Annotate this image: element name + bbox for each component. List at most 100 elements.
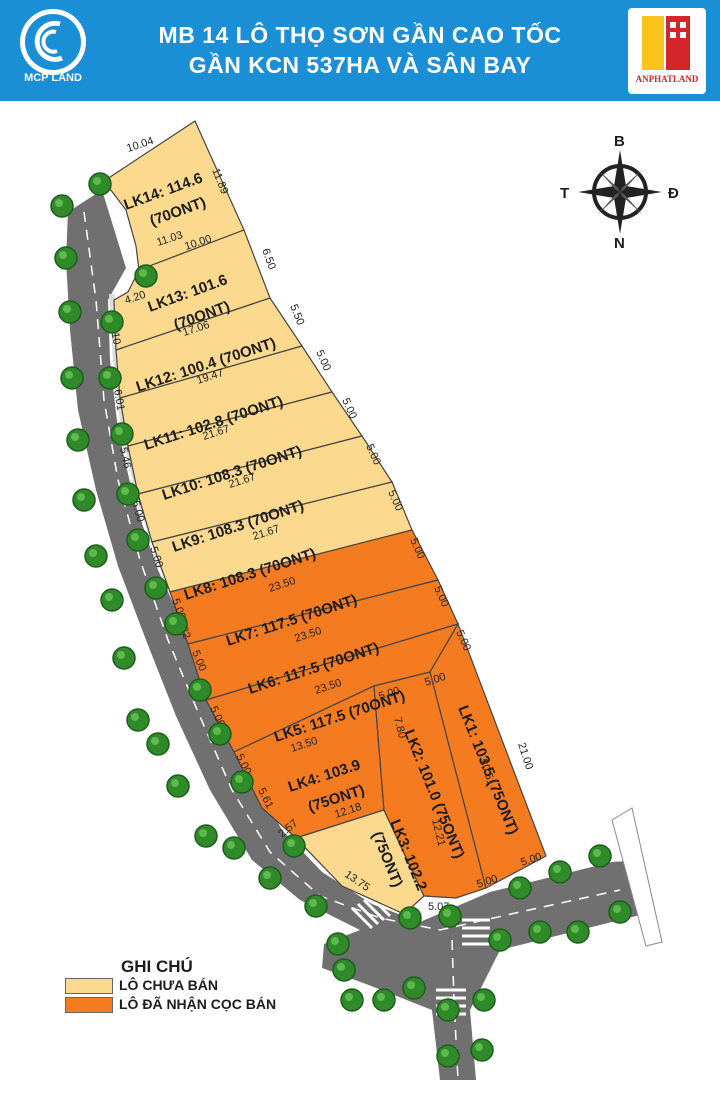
tree-icon: [230, 770, 254, 794]
tree-highlight: [131, 713, 139, 721]
legend-swatch-unsold: [65, 978, 113, 994]
tree-icon: [166, 774, 190, 798]
tree-icon: [508, 876, 532, 900]
tree-icon: [144, 576, 168, 600]
tree-highlight: [331, 937, 339, 945]
tree-icon: [340, 988, 364, 1012]
tree-highlight: [139, 269, 147, 277]
tree-icon: [402, 976, 426, 1000]
mcp-land-logo-text: MCP LAND: [24, 72, 82, 84]
compass-diagonal-sw: [598, 192, 620, 214]
tree-icon: [258, 866, 282, 890]
tree-highlight: [403, 911, 411, 919]
tree-highlight: [93, 177, 101, 185]
tree-icon: [326, 932, 350, 956]
tree-highlight: [533, 925, 541, 933]
tree-highlight: [593, 849, 601, 857]
tree-highlight: [571, 925, 579, 933]
tree-highlight: [193, 683, 201, 691]
legend-title: GHI CHÚ: [121, 957, 193, 976]
tree-highlight: [121, 487, 129, 495]
tree-icon: [54, 246, 78, 270]
tree-highlight: [443, 909, 451, 917]
tree-highlight: [199, 829, 207, 837]
compass-needle-north: [614, 150, 626, 192]
crosswalk-east: [462, 918, 490, 946]
compass-label-south: N: [614, 235, 625, 252]
compass-diagonal-se: [620, 192, 642, 214]
tree-icon: [304, 894, 328, 918]
tree-highlight: [287, 839, 295, 847]
tree-highlight: [377, 993, 385, 1001]
page-title-line-1: MB 14 LÔ THỌ SƠN GẦN CAO TỐC: [158, 22, 562, 48]
tree-icon: [566, 920, 590, 944]
compass-label-west: T: [560, 185, 569, 202]
tree-icon: [112, 646, 136, 670]
tree-icon: [528, 920, 552, 944]
tree-highlight: [235, 775, 243, 783]
tree-icon: [436, 998, 460, 1022]
tree-highlight: [475, 1043, 483, 1051]
tree-highlight: [117, 651, 125, 659]
tree-icon: [222, 836, 246, 860]
legend-label-sold: LÔ ĐÃ NHẬN CỌC BÁN: [119, 996, 277, 1012]
tree-highlight: [477, 993, 485, 1001]
tree-highlight: [407, 981, 415, 989]
tree-highlight: [89, 549, 97, 557]
tree-highlight: [441, 1003, 449, 1011]
tree-highlight: [493, 933, 501, 941]
tree-icon: [488, 928, 512, 952]
tree-highlight: [115, 427, 123, 435]
tree-highlight: [613, 905, 621, 913]
tree-icon: [72, 488, 96, 512]
tree-icon: [194, 824, 218, 848]
dim-right-21-00: 21.00: [515, 741, 535, 771]
tree-icon: [588, 844, 612, 868]
tree-highlight: [105, 593, 113, 601]
lot-lk3[interactable]: [294, 809, 425, 915]
tree-highlight: [55, 199, 63, 207]
tree-icon: [84, 544, 108, 568]
tree-icon: [116, 482, 140, 506]
tree-highlight: [263, 871, 271, 879]
tree-highlight: [513, 881, 521, 889]
tree-highlight: [131, 533, 139, 541]
tree-icon: [58, 300, 82, 324]
tree-icon: [438, 904, 462, 928]
compass-rose: B N T Đ: [560, 133, 679, 252]
tree-highlight: [151, 737, 159, 745]
compass-label-east: Đ: [668, 185, 679, 202]
tree-row: [50, 172, 632, 1068]
tree-highlight: [553, 865, 561, 873]
dim-right-6-50: 6.50: [259, 247, 278, 271]
tree-icon: [146, 732, 170, 756]
lot-group: [103, 120, 547, 915]
tree-icon: [188, 678, 212, 702]
dim-right-5-50: 5.50: [287, 303, 306, 327]
tree-icon: [332, 958, 356, 982]
tree-highlight: [77, 493, 85, 501]
tree-icon: [372, 988, 396, 1012]
compass-needle-east: [620, 186, 662, 198]
tree-icon: [608, 900, 632, 924]
compass-label-north: B: [614, 133, 625, 150]
tree-highlight: [171, 779, 179, 787]
tree-icon: [98, 366, 122, 390]
anphatland-logo: [628, 8, 706, 94]
road-centerline: [83, 211, 621, 931]
compass-needle-west: [578, 186, 620, 198]
tree-highlight: [337, 963, 345, 971]
tree-icon: [50, 194, 74, 218]
lot-lk1[interactable]: [429, 622, 547, 889]
tree-highlight: [59, 251, 67, 259]
tree-icon: [208, 722, 232, 746]
compass-diagonal-nw: [598, 170, 620, 192]
main-road: [66, 190, 652, 1080]
tree-highlight: [169, 617, 177, 625]
tree-highlight: [309, 899, 317, 907]
tree-icon: [472, 988, 496, 1012]
tree-icon: [110, 422, 134, 446]
tree-icon: [164, 612, 188, 636]
tree-highlight: [213, 727, 221, 735]
